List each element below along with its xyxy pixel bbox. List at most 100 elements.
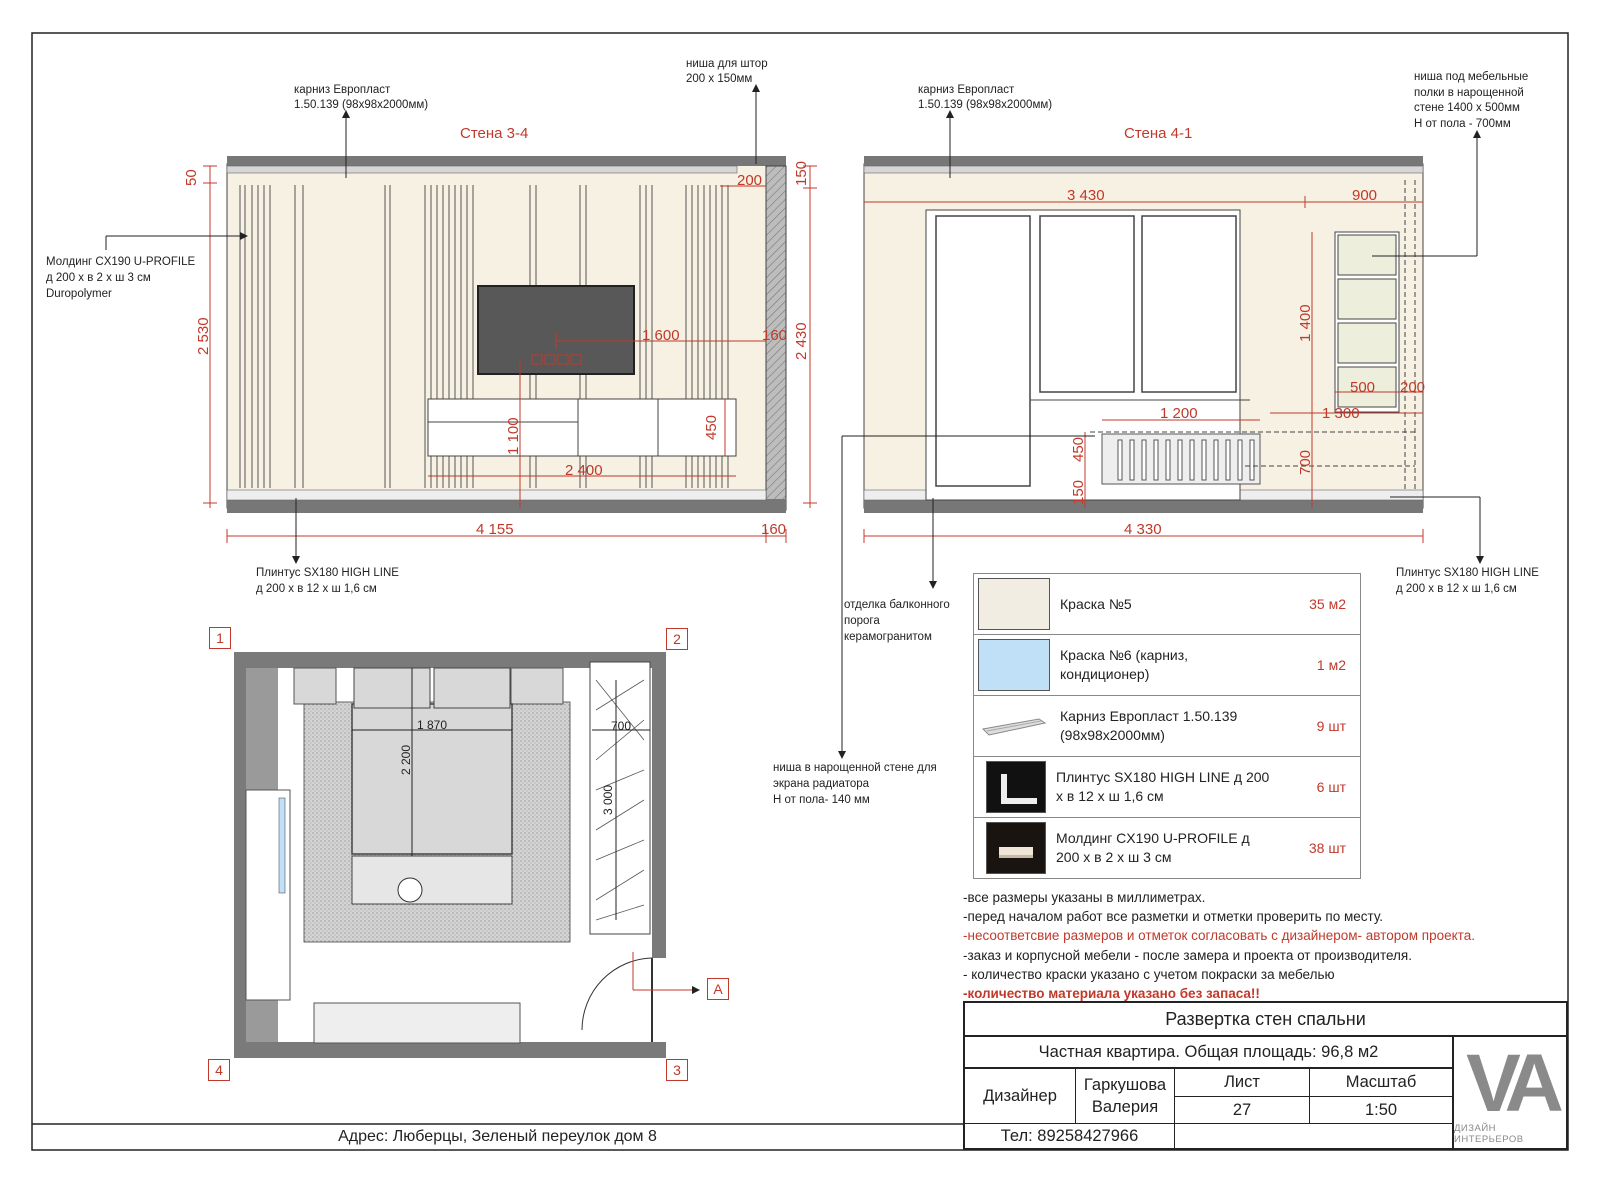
note-line: - количество краски указано с учетом пок… — [963, 966, 1335, 982]
window-left — [1039, 215, 1135, 393]
leader-lines — [105, 84, 1484, 759]
sheet-frame — [31, 32, 1569, 1151]
dim-150: 150 — [793, 161, 810, 186]
legend-name: Молдинг CX190 U-PROFILE д 200 х в 2 х ш … — [1056, 830, 1250, 865]
bed-width-dim: 1 870 — [417, 718, 447, 732]
note-radiator-3: Н от пола- 140 мм — [773, 794, 870, 806]
dim-900: 900 — [1352, 187, 1377, 204]
sheet-number: 27 — [1175, 1097, 1310, 1124]
note-molding-2: д 200 х в 2 х ш 3 см — [46, 272, 151, 284]
logo-caption: ДИЗАЙН ИНТЕРЬЕРОВ — [1454, 1123, 1524, 1145]
note-balcony-1: отделка балконного — [844, 599, 950, 611]
wall-4-1-title: Стена 4-1 — [1124, 125, 1192, 142]
note-cornice-left-1: карниз Европласт — [294, 84, 391, 96]
note-cornice-left-2: 1.50.139 (98x98x2000мм) — [294, 99, 428, 111]
dim-1400: 1 400 — [1297, 304, 1314, 342]
plan-corner-3: 3 — [666, 1059, 688, 1081]
dim-3430: 3 430 — [1067, 187, 1105, 204]
dim-1200: 1 200 — [1160, 405, 1198, 422]
elevation-wall-3-4: Стена 3-4 50 2 530 200 150 2 430 1 600 1… — [183, 125, 817, 543]
legend-row: Краска №5 35 м2 — [974, 574, 1360, 635]
paint-swatch-icon — [978, 639, 1050, 691]
note-shelf-3: стене 1400 х 500мм — [1414, 102, 1520, 114]
dim-1300: 1 300 — [1322, 405, 1360, 422]
dim-200: 200 — [1400, 379, 1425, 396]
legend-qty: 35 м2 — [1309, 596, 1346, 612]
wardrobe — [589, 661, 651, 935]
legend-qty: 38 шт — [1308, 840, 1346, 856]
balcony-door — [935, 215, 1031, 487]
note-line: -все размеры указаны в миллиметрах. — [963, 890, 1206, 905]
designer-phone: Тел: 89258427966 — [965, 1124, 1175, 1148]
note-shelf-2: полки в нарощенной — [1414, 87, 1524, 99]
note-cornice-right-2: 1.50.139 (98x98x2000мм) — [918, 99, 1052, 111]
dim-1100: 1 100 — [505, 417, 522, 455]
sheet-label: Лист — [1175, 1069, 1310, 1097]
legend-row: Плинтус SX180 HIGH LINE д 200 х в 12 х ш… — [974, 757, 1360, 818]
legend-row: Краска №6 (карниз, кондиционер) 1 м2 — [974, 635, 1360, 696]
dim-2430: 2 430 — [793, 322, 810, 360]
dim-4330: 4 330 — [1124, 521, 1162, 538]
dim-700: 700 — [1297, 450, 1314, 475]
dim-150-floor: 150 — [1070, 480, 1087, 505]
dim-2530: 2 530 — [195, 317, 212, 355]
dim-1600: 1 600 — [642, 327, 680, 344]
project-info: Частная квартира. Общая площадь: 96,8 м2 — [965, 1037, 1452, 1069]
plinth-photo-icon — [986, 761, 1046, 813]
note-plinth-left-1: Плинтус SX180 HIGH LINE — [256, 567, 399, 579]
general-notes: -все размеры указаны в миллиметрах. -пер… — [963, 888, 1475, 1003]
legend-name: Краска №6 (карниз, кондиционер) — [1060, 647, 1189, 682]
note-plinth-right-1: Плинтус SX180 HIGH LINE — [1396, 567, 1539, 579]
window-right — [1141, 215, 1237, 393]
bed-length-dim: 2 200 — [399, 745, 413, 775]
tv-cabinet — [427, 398, 737, 457]
scale-label: Масштаб — [1310, 1069, 1452, 1097]
dim-500: 500 — [1350, 379, 1375, 396]
dim-160: 160 — [761, 521, 786, 538]
materials-legend: Краска №5 35 м2 Краска №6 (карниз, конди… — [973, 573, 1361, 879]
note-curtain-1: ниша для штор — [686, 58, 768, 70]
plan-corner-2: 2 — [666, 628, 688, 650]
plan-corner-1: 1 — [209, 627, 231, 649]
legend-qty: 6 шт — [1316, 779, 1346, 795]
tv-panel — [477, 285, 635, 375]
note-balcony-2: порога — [844, 615, 880, 627]
legend-name: Карниз Европласт 1.50.139 (98x98x2000мм) — [1060, 708, 1238, 743]
title-block — [963, 1001, 1568, 1150]
note-plinth-left-2: д 200 х в 12 х ш 1,6 см — [256, 583, 377, 595]
note-radiator-2: экрана радиатора — [773, 778, 870, 790]
note-line: -заказ и корпусной мебели - после замера… — [963, 947, 1412, 963]
address: Адрес: Люберцы, Зеленый переулок дом 8 — [338, 1128, 657, 1145]
cornice-profile-icon — [978, 700, 1050, 752]
note-shelf-1: ниша под мебельные — [1414, 71, 1528, 83]
note-line: -перед началом работ все разметки и отме… — [963, 909, 1384, 925]
paint-swatch-icon — [978, 578, 1050, 630]
radiator — [1101, 433, 1261, 485]
dim-50: 50 — [183, 169, 200, 186]
wall-3-4-title: Стена 3-4 — [460, 125, 528, 142]
note-line: -количество материала указано без запаса… — [963, 986, 1260, 1002]
elevation-wall-4-1: Стена 4-1 3 430 900 1 400 500 200 1 200 … — [863, 125, 1425, 543]
note-line: -несоответсвие размеров и отметок соглас… — [963, 928, 1475, 944]
dim-160-tv: 160 — [762, 327, 787, 344]
note-balcony-3: керамогранитом — [844, 631, 932, 643]
legend-row: Молдинг CX190 U-PROFILE д 200 х в 2 х ш … — [974, 818, 1360, 878]
dim-niche-200: 200 — [737, 172, 762, 189]
dim-450: 450 — [1070, 437, 1087, 462]
section-mark-a: A — [707, 978, 729, 1000]
title-block-divider — [1452, 1037, 1454, 1148]
molding-photo-icon — [986, 822, 1046, 874]
note-cornice-right-1: карниз Европласт — [918, 84, 1015, 96]
logo: VA ДИЗАЙН ИНТЕРЬЕРОВ — [1454, 1040, 1566, 1148]
legend-qty: 9 шт — [1316, 718, 1346, 734]
designer-label: Дизайнер — [965, 1069, 1076, 1124]
note-radiator-1: ниша в нарощенной стене для — [773, 762, 937, 774]
note-plinth-right-2: д 200 х в 12 х ш 1,6 см — [1396, 583, 1517, 595]
legend-row: Карниз Европласт 1.50.139 (98x98x2000мм)… — [974, 696, 1360, 757]
note-molding-3: Duropolymer — [46, 288, 112, 300]
dim-4155: 4 155 — [476, 521, 514, 538]
legend-name: Плинтус SX180 HIGH LINE д 200 х в 12 х ш… — [1056, 769, 1270, 804]
scale-value: 1:50 — [1310, 1097, 1452, 1124]
dim-2400: 2 400 — [565, 462, 603, 479]
